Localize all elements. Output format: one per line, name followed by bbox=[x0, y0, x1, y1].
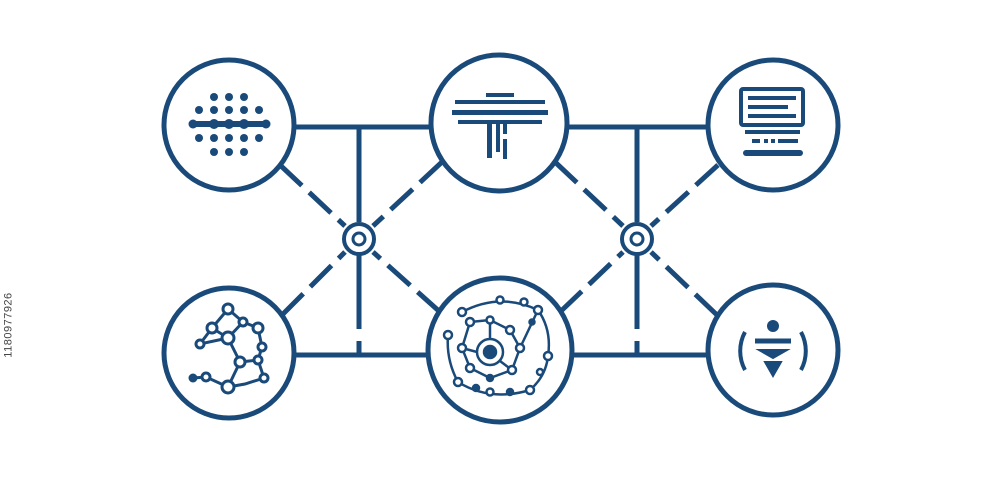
molecule-network-icon bbox=[188, 302, 270, 395]
node-t-connector bbox=[428, 52, 570, 194]
computer-terminal-icon bbox=[739, 87, 805, 156]
node-wireless-signal bbox=[705, 282, 841, 418]
link-n2-h2 bbox=[553, 160, 625, 228]
node-computer-terminal bbox=[705, 57, 841, 193]
t-connector-icon bbox=[452, 93, 548, 159]
hub-right bbox=[620, 222, 654, 256]
link-n3-h2 bbox=[649, 163, 720, 228]
dot-matrix-icon bbox=[188, 93, 271, 156]
link-n1-h1 bbox=[278, 163, 347, 228]
link-n6-h2 bbox=[649, 250, 719, 317]
link-n2-h1 bbox=[371, 160, 444, 228]
hub-left bbox=[342, 222, 376, 256]
wireless-signal-icon bbox=[738, 320, 808, 379]
node-molecule-network bbox=[161, 285, 297, 421]
node-dot-matrix bbox=[161, 57, 297, 193]
link-n5-h2 bbox=[558, 250, 625, 314]
circuit-sphere-icon bbox=[442, 295, 554, 397]
link-n5-h1 bbox=[371, 250, 442, 314]
node-circuit-sphere bbox=[425, 275, 575, 425]
stock-id-text: 1180977926 bbox=[3, 292, 15, 358]
stock-id-label: 1180977926 bbox=[2, 180, 16, 470]
link-n4-h1 bbox=[280, 250, 347, 317]
